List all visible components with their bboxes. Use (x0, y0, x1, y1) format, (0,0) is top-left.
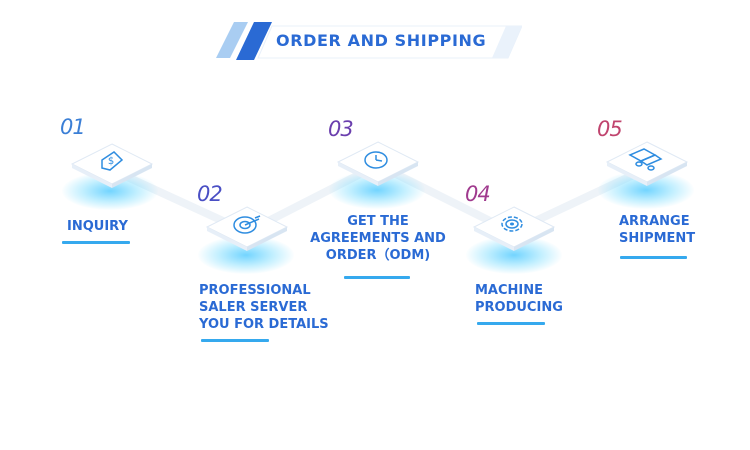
step-label: MACHINE PRODUCING (475, 283, 563, 315)
step-tile (197, 193, 297, 273)
step-number: 01 (60, 115, 86, 139)
step-label: PROFESSIONAL SALER SERVER YOU FOR DETAIL… (199, 283, 329, 332)
step-tile: $ (62, 130, 162, 210)
gear-icon (501, 216, 523, 232)
step-number: 04 (465, 182, 491, 206)
label-underline (62, 241, 130, 244)
step-number: 05 (597, 117, 623, 141)
step-label: GET THE AGREEMENTS AND ORDER（ODM) (310, 214, 446, 263)
svg-text:$: $ (108, 156, 114, 167)
step-label: ARRANGE SHIPMENT (619, 214, 696, 246)
step-tile (464, 193, 564, 273)
step-tile (597, 128, 697, 208)
delivery-truck-icon (628, 148, 663, 171)
step-label: INQUIRY (67, 219, 128, 234)
page-title: ORDER AND SHIPPING (276, 31, 487, 50)
label-underline (201, 339, 269, 342)
step-number: 02 (197, 182, 223, 206)
title-banner: ORDER AND SHIPPING (216, 18, 522, 64)
label-underline (620, 256, 687, 259)
label-underline (344, 276, 410, 279)
target-icon (233, 215, 261, 234)
step-number: 03 (328, 117, 354, 141)
clock-icon (364, 151, 388, 169)
step-tile (328, 128, 428, 208)
banner-background (216, 22, 522, 60)
dollar-tag-icon: $ (101, 151, 124, 171)
label-underline (477, 322, 545, 325)
